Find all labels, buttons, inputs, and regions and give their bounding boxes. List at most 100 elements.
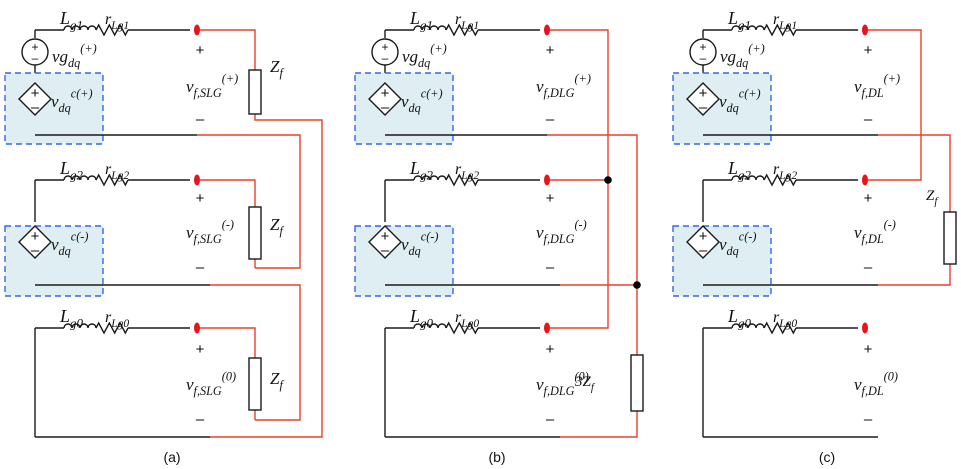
terminal-dot [194,322,200,334]
fault-impedance-label-negative: Zf [270,215,284,238]
zero-terminal-minus: – [196,411,205,428]
inductor-label: Lg1 [409,8,433,32]
controlled-source-diamond [686,225,720,259]
resistor-label: rLg2 [105,161,129,182]
inductor-label: Lg0 [727,306,751,330]
terminal-dot [544,174,550,186]
caption-a: (a) [163,449,180,465]
resistor-label: rLg0 [773,309,797,330]
inductor-label: Lg0 [409,306,433,330]
controlled-source-diamond [368,225,402,259]
resistor-label: rLg2 [773,161,797,182]
positive-terminal-plus: + [196,42,205,59]
resistor [95,23,129,37]
resistor-label: rLg1 [773,11,797,32]
fault-impedance-3zf [630,354,644,412]
inductor-label: Lg2 [409,158,433,182]
source-minus-sign: – [382,51,389,65]
controlled-source-diamond [368,82,402,116]
caption-c: (c) [819,449,835,465]
controlled-source-box [354,72,454,145]
inductor [731,175,765,181]
controlled-source-diamond [686,82,720,116]
fault-wire [878,134,951,212]
negative-controlled-source-label: vdqc(-) [401,230,438,258]
zero-terminal-minus: – [864,411,873,428]
inductor-label: Lg1 [727,8,751,32]
positive-controlled-source-label: vdqc(+) [401,87,443,115]
negative-terminal-minus: – [864,259,873,276]
inductor [63,323,97,329]
controlled-source-diamond [18,82,52,116]
source-minus-sign: – [31,242,40,259]
source-minus-sign: – [699,99,708,116]
inductor [413,323,447,329]
zero-terminal-minus: – [546,411,555,428]
inductor-label: Lg1 [59,8,83,32]
source-plus-sign: + [31,40,38,54]
inductor [63,175,97,181]
resistor [763,23,797,37]
source-minus-sign: – [699,242,708,259]
fault-impedance-label-3zf: 3Zf [574,374,596,394]
positive-terminal-minus: – [546,111,555,128]
negative-terminal-plus: + [546,190,555,207]
zero-fault-voltage-label: vf,SLG(0) [186,370,236,398]
junction-dot [633,281,641,289]
inductor-label: Lg2 [59,158,83,182]
negative-fault-voltage-label: vf,DL(-) [854,218,896,246]
positive-voltage-source-label: vgdq(+) [402,42,447,70]
resistor [95,321,129,335]
fault-wire [200,179,256,207]
resistor [445,321,479,335]
inductor [731,323,765,329]
fault-wire [210,284,301,421]
negative-terminal-plus: + [864,190,873,207]
positive-fault-voltage-label: vf,SLG(+) [186,72,238,100]
resistor-label: rLg0 [105,309,129,330]
source-minus-sign: – [381,99,390,116]
fault-wire [210,114,323,438]
resistor [95,173,129,187]
controlled-source-diamond [18,225,52,259]
fault-impedance-label-zero: Zf [270,369,284,392]
resistor [445,173,479,187]
source-plus-sign: + [381,40,388,54]
terminal-dot [544,322,550,334]
fault-impedance-negative [248,206,262,260]
fault-wire [878,264,951,286]
inductor [731,25,765,31]
inductor-label: Lg2 [727,158,751,182]
fault-wire [200,327,256,358]
resistor [763,173,797,187]
negative-fault-voltage-label: vf,SLG(-) [186,218,234,246]
inductor [413,175,447,181]
fault-impedance-label-dl: Zf [926,188,939,208]
inductor [413,25,447,31]
inductor [63,25,97,31]
fault-impedance-zero [248,357,262,411]
source-plus-sign: + [699,85,708,102]
zero-terminal-plus: + [196,341,205,358]
source-plus-sign: + [381,228,390,245]
source-minus-sign: – [32,51,39,65]
positive-voltage-source-label: vgdq(+) [52,42,97,70]
resistor-label: rLg1 [105,11,129,32]
fault-wire [200,29,256,70]
zero-terminal-plus: + [546,341,555,358]
fault-wire [868,29,922,181]
resistor-label: rLg0 [455,309,479,330]
positive-terminal-plus: + [546,42,555,59]
terminal-dot [862,322,868,334]
positive-fault-voltage-label: vf,DLG(+) [536,72,591,100]
positive-terminal-minus: – [196,111,205,128]
source-plus-sign: + [699,228,708,245]
zero-terminal-plus: + [864,341,873,358]
junction-dot [604,176,612,184]
positive-voltage-source-label: vgdq(+) [720,42,765,70]
fault-wire [197,134,301,269]
fault-wire [560,411,638,438]
positive-controlled-source-label: vdqc(+) [51,87,93,115]
